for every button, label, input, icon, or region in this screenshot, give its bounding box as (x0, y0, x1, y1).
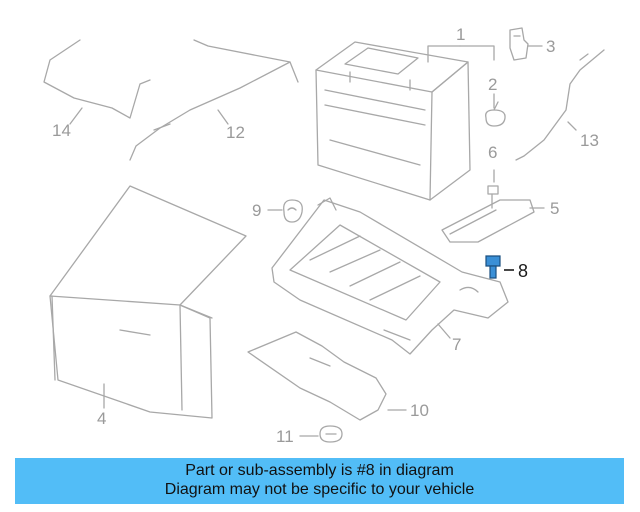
battery-part[interactable] (315, 41, 471, 201)
parts-diagram: 1 2 3 4 5 6 7 8 9 10 11 12 13 14 (43, 25, 605, 446)
callout-12[interactable]: 12 (226, 123, 245, 142)
callout-11[interactable]: 11 (276, 427, 294, 446)
banner-line-2: Diagram may not be specific to your vehi… (164, 481, 475, 498)
callout-8[interactable]: 8 (518, 261, 529, 281)
callout-1[interactable]: 1 (456, 25, 466, 44)
callout-13[interactable]: 13 (580, 131, 599, 150)
callout-3[interactable]: 3 (546, 37, 556, 56)
nut-part[interactable] (319, 425, 343, 443)
vent-plug-part[interactable] (485, 101, 506, 127)
callout-5[interactable]: 5 (550, 199, 560, 218)
battery-cover-part[interactable] (49, 185, 247, 419)
cable-part-14[interactable] (43, 39, 151, 119)
bolt-part-6[interactable] (487, 185, 499, 209)
callout-7[interactable]: 7 (452, 335, 462, 354)
callout-6[interactable]: 6 (488, 143, 498, 162)
lower-plate-part[interactable] (247, 331, 387, 421)
exploded-view-drawing (43, 27, 605, 443)
leader-lines (69, 45, 577, 437)
banner-line-1: Part or sub-assembly is #8 in diagram (185, 462, 454, 479)
bolt-part-8-highlighted[interactable] (485, 255, 514, 279)
cable-part-13[interactable] (515, 49, 605, 161)
battery-tray-part[interactable] (271, 197, 509, 355)
callout-10[interactable]: 10 (410, 401, 429, 420)
hold-down-bracket-part[interactable] (441, 199, 535, 243)
grommet-part[interactable] (283, 199, 303, 223)
callout-4[interactable]: 4 (97, 409, 107, 428)
callout-9[interactable]: 9 (252, 201, 262, 220)
cable-part-12[interactable] (129, 39, 299, 161)
clip-part[interactable] (509, 27, 529, 61)
callout-2[interactable]: 2 (488, 75, 498, 94)
info-banner: Part or sub-assembly is #8 in diagram Di… (15, 458, 624, 504)
callout-14[interactable]: 14 (52, 121, 71, 140)
